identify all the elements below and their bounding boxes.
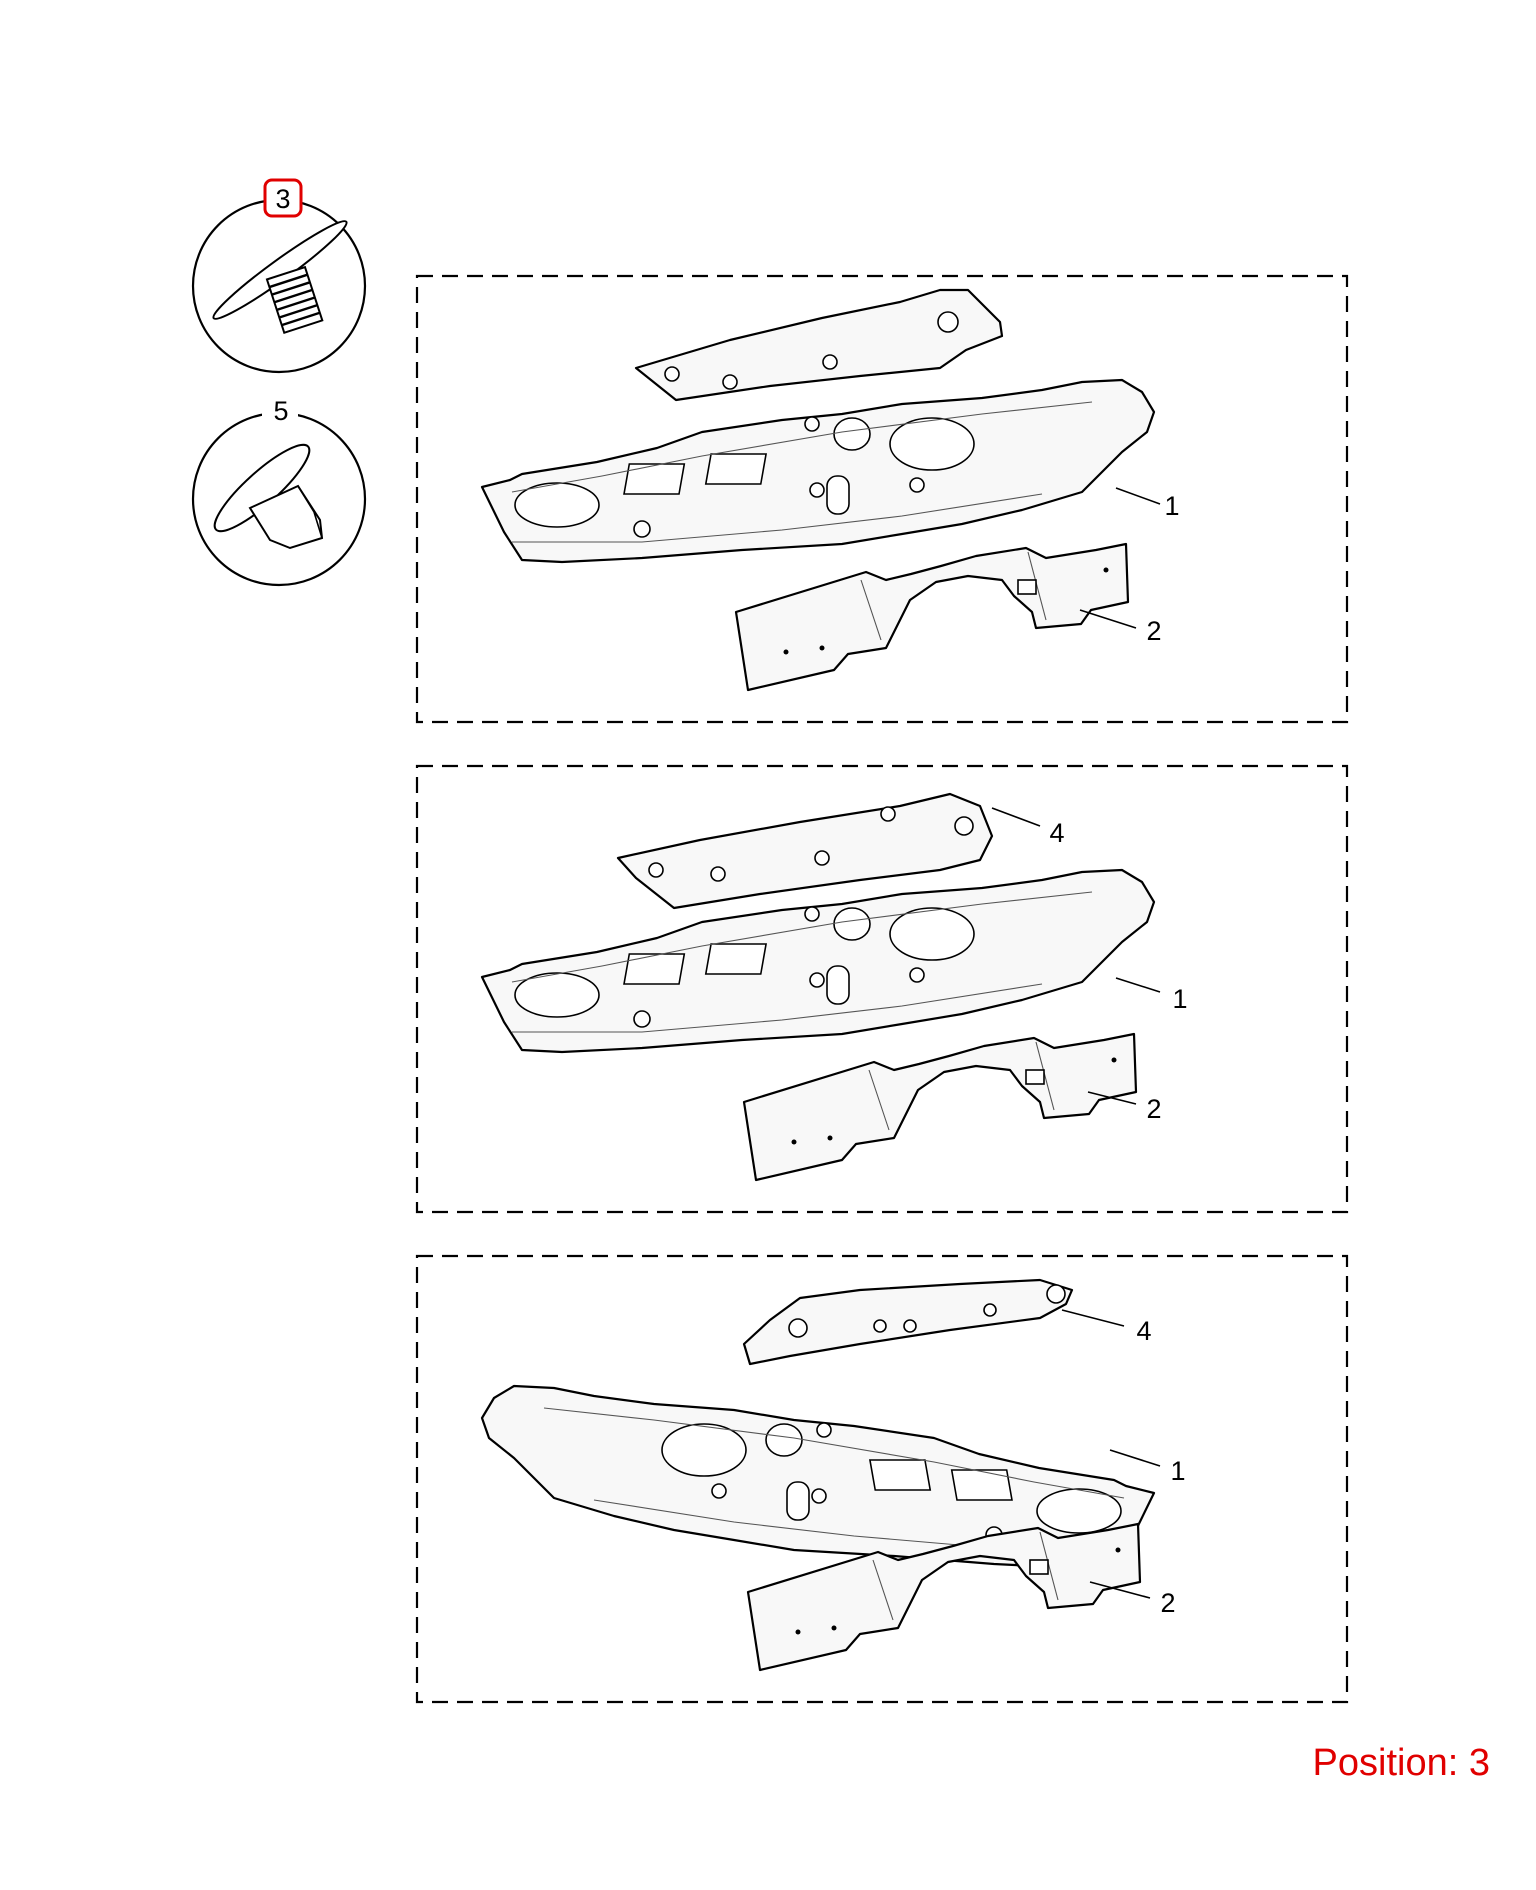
upper-pad-1 (634, 288, 1004, 402)
assembly-panel-1: 1 2 (415, 274, 1349, 724)
main-pad-1 (480, 378, 1156, 564)
push-rivet-fastener-icon (191, 408, 367, 587)
lower-pad-2 (742, 1032, 1138, 1182)
position-label: Position: 3 (1312, 1742, 1490, 1784)
panel2-callout-2[interactable]: 2 (1146, 1094, 1161, 1124)
callout-3-badge[interactable]: 3 (263, 178, 303, 218)
panel1-callout-2[interactable]: 2 (1146, 616, 1161, 646)
panel3-callout-4[interactable]: 4 (1136, 1316, 1151, 1346)
panel1-callout-1[interactable]: 1 (1164, 491, 1179, 521)
assembly-panel-3: 4 1 2 (415, 1254, 1349, 1704)
callout-5[interactable]: 5 (273, 396, 288, 426)
panel3-callout-2[interactable]: 2 (1160, 1588, 1175, 1618)
push-pin-fastener-icon (191, 198, 367, 374)
main-pad-2 (480, 868, 1156, 1054)
panel2-callout-1[interactable]: 1 (1172, 984, 1187, 1014)
assembly-panel-2: 4 1 2 (415, 764, 1349, 1214)
lower-pad-1 (734, 542, 1130, 692)
panel3-callout-1[interactable]: 1 (1170, 1456, 1185, 1486)
panel2-callout-4[interactable]: 4 (1049, 818, 1064, 848)
upper-pad-2 (616, 792, 994, 910)
callout-3: 3 (275, 184, 290, 214)
